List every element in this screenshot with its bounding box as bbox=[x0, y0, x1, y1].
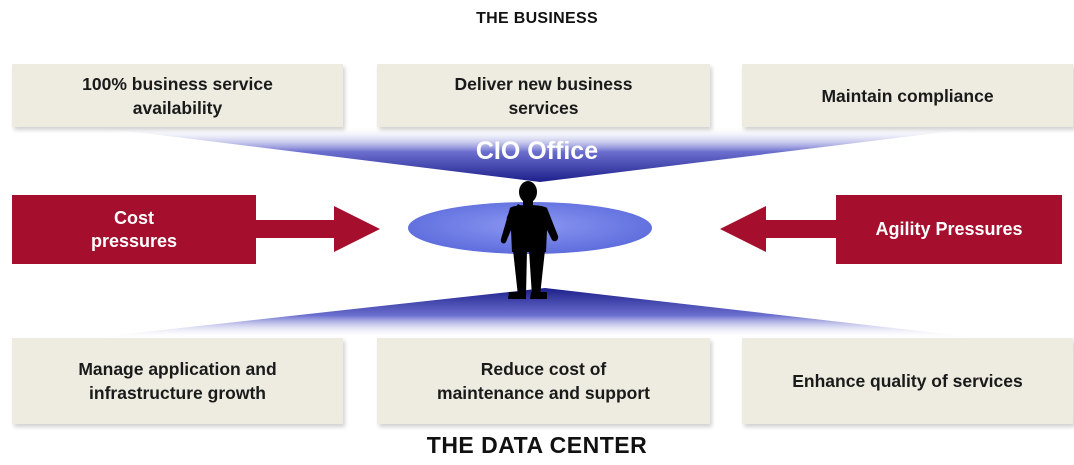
business-title: THE BUSINESS bbox=[476, 10, 598, 27]
agility-pressures-box: Agility Pressures bbox=[836, 195, 1062, 264]
data-center-title: THE DATA CENTER bbox=[426, 432, 648, 458]
top-box-new-services: Deliver new business services bbox=[377, 64, 710, 127]
top-box-availability: 100% business service availability bbox=[12, 64, 343, 127]
standing-person-silhouette-icon bbox=[500, 181, 559, 299]
arrow-left-icon bbox=[720, 206, 836, 252]
bottom-box-reduce-cost: Reduce cost of maintenance and support bbox=[377, 338, 710, 424]
bottom-beam bbox=[90, 288, 980, 338]
top-box-compliance: Maintain compliance bbox=[742, 64, 1073, 127]
bottom-box-growth: Manage application and infrastructure gr… bbox=[12, 338, 343, 424]
bottom-box-quality: Enhance quality of services bbox=[742, 338, 1073, 424]
cio-office-label: CIO Office bbox=[475, 137, 599, 165]
arrow-right-icon bbox=[256, 206, 380, 252]
top-beam bbox=[95, 127, 985, 182]
cost-pressures-box: Cost pressures bbox=[12, 195, 256, 264]
